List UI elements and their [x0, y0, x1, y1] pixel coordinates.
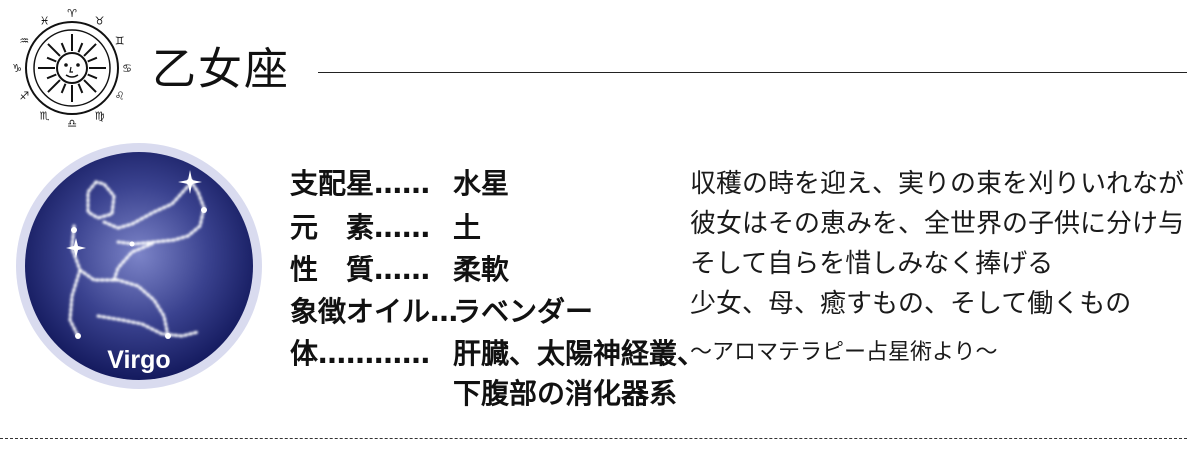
svg-text:♉: ♉ — [95, 14, 105, 27]
attr-label-element: 元 素…… — [290, 211, 431, 244]
svg-text:♎: ♎ — [67, 117, 77, 130]
svg-text:♒: ♒ — [19, 35, 29, 48]
svg-text:♍: ♍ — [95, 110, 105, 123]
attr-label-symbol-oil: 象徴オイル… — [290, 295, 459, 328]
svg-text:♊: ♊ — [115, 35, 125, 48]
attr-label-body: 体………… — [290, 337, 431, 370]
svg-text:♏: ♏ — [40, 110, 50, 123]
svg-text:♋: ♋ — [122, 62, 132, 75]
verse-line: 彼女はその恵みを、全世界の子供に分け与え、 — [690, 209, 1187, 239]
svg-text:♑: ♑ — [12, 62, 22, 75]
svg-text:♈: ♈ — [67, 7, 77, 20]
attr-value-quality: 柔軟 — [453, 253, 510, 286]
attr-value-ruling-planet: 水星 — [453, 167, 510, 200]
attr-value-body: 肝臓、太陽神経叢、 — [453, 337, 706, 370]
verse-line: そして自らを惜しみなく捧げる — [690, 249, 1054, 279]
svg-text:♐: ♐ — [19, 90, 29, 103]
attr-value-body-continued: 下腹部の消化器系 — [453, 377, 678, 410]
attr-value-element: 土 — [453, 211, 482, 244]
verse-line: 少女、母、癒すもの、そして働くもの — [690, 289, 1132, 319]
verse-line: 収穫の時を迎え、実りの束を刈りいれながら、 — [690, 169, 1187, 199]
attr-label-ruling-planet: 支配星…… — [290, 167, 431, 200]
verse-source: 〜アロマテラピー占星術より〜 — [690, 340, 998, 365]
attr-value-symbol-oil: ラベンダー — [453, 295, 594, 328]
bottom-divider — [0, 438, 1187, 439]
zodiac-wheel-icon: ♈ ♉ ♊ ♋ ♌ ♍ ♎ ♏ ♐ ♑ ♒ ♓ — [8, 4, 136, 132]
title-divider — [318, 72, 1187, 73]
svg-text:♌: ♌ — [115, 90, 125, 103]
attr-label-quality: 性 質…… — [290, 253, 431, 286]
virgo-constellation-emblem: Virgo — [14, 140, 264, 392]
svg-text:♓: ♓ — [40, 14, 50, 27]
emblem-label: Virgo — [107, 346, 170, 374]
page-title: 乙女座 — [152, 44, 290, 95]
